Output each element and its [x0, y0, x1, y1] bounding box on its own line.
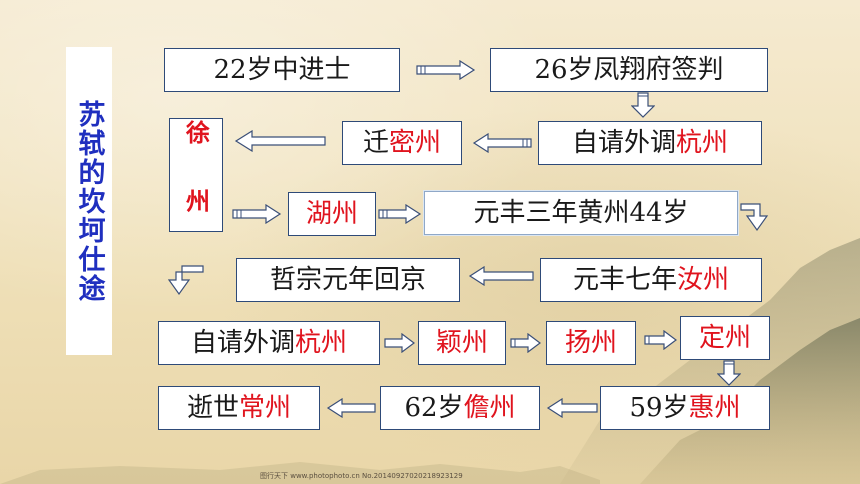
node-dingzhou: 定州	[680, 316, 770, 360]
arrow-left-icon	[546, 398, 598, 418]
arrow-left-icon	[326, 398, 376, 418]
node-place: 扬州	[564, 328, 617, 358]
node-text: 逝世	[186, 393, 239, 423]
node-huijing: 哲宗元年回京	[236, 258, 460, 302]
node-yingzhou: 颖州	[418, 321, 506, 365]
node-hangzhou-second: 自请外调杭州	[158, 321, 380, 365]
node-danzhou: 62岁儋州	[380, 386, 540, 430]
node-huangzhou: 元丰三年黄州44岁	[424, 191, 738, 235]
page-title: 苏轼的坎坷仕途	[66, 47, 112, 355]
node-text: 自请外调	[571, 128, 676, 158]
node-text: 元丰七年	[572, 265, 677, 295]
node-place: 颖州	[435, 328, 488, 358]
node-text: 迁	[362, 128, 389, 158]
arrow-right-icon	[384, 333, 415, 353]
arrow-right-icon	[378, 204, 422, 224]
node-ruzhou: 元丰七年汝州	[540, 258, 762, 302]
node-place: 汝州	[677, 265, 730, 295]
arrow-left-icon	[234, 130, 326, 152]
arrow-turn-down-icon	[168, 265, 204, 296]
node-place: 惠州	[688, 393, 741, 423]
node-place: 儋州	[463, 393, 516, 423]
watermark-footer: 图行天下 www.photophoto.cn No.20140927020218…	[260, 472, 463, 480]
node-fengxiang: 26岁凤翔府签判	[490, 48, 768, 92]
node-place: 杭州	[676, 128, 729, 158]
node-text: 26岁凤翔府签判	[534, 55, 724, 85]
node-text: 62岁	[404, 393, 464, 423]
node-place: 密州	[389, 128, 442, 158]
arrow-right-icon	[416, 60, 476, 80]
node-place: 定州	[698, 323, 751, 353]
node-text: 哲宗元年回京	[269, 265, 426, 295]
arrow-left-icon	[468, 266, 534, 286]
node-place: 常州	[239, 393, 292, 423]
node-text: 59岁	[629, 393, 689, 423]
arrow-turn-down-icon	[740, 203, 769, 232]
arrow-down-icon	[631, 92, 655, 118]
node-place: 湖州	[305, 199, 358, 229]
node-yangzhou: 扬州	[546, 321, 636, 365]
node-huizhou: 59岁惠州	[600, 386, 770, 430]
node-jinshi: 22岁中进士	[164, 48, 400, 92]
arrow-down-icon	[717, 360, 741, 386]
node-mizhou: 迁密州	[342, 121, 462, 165]
node-changzhou: 逝世常州	[158, 386, 320, 430]
node-text: 自请外调	[190, 328, 295, 358]
node-huzhou: 湖州	[288, 192, 376, 236]
node-text: 22岁中进士	[213, 55, 351, 85]
arrow-right-icon	[232, 204, 282, 224]
node-xuzhou: 徐 州	[169, 118, 223, 232]
arrow-right-icon	[644, 330, 677, 350]
arrow-left-icon	[472, 133, 532, 153]
node-text: 元丰三年黄州44岁	[473, 198, 689, 228]
arrow-right-icon	[510, 333, 541, 353]
node-hangzhou-first: 自请外调杭州	[538, 121, 762, 165]
node-place: 杭州	[295, 328, 348, 358]
